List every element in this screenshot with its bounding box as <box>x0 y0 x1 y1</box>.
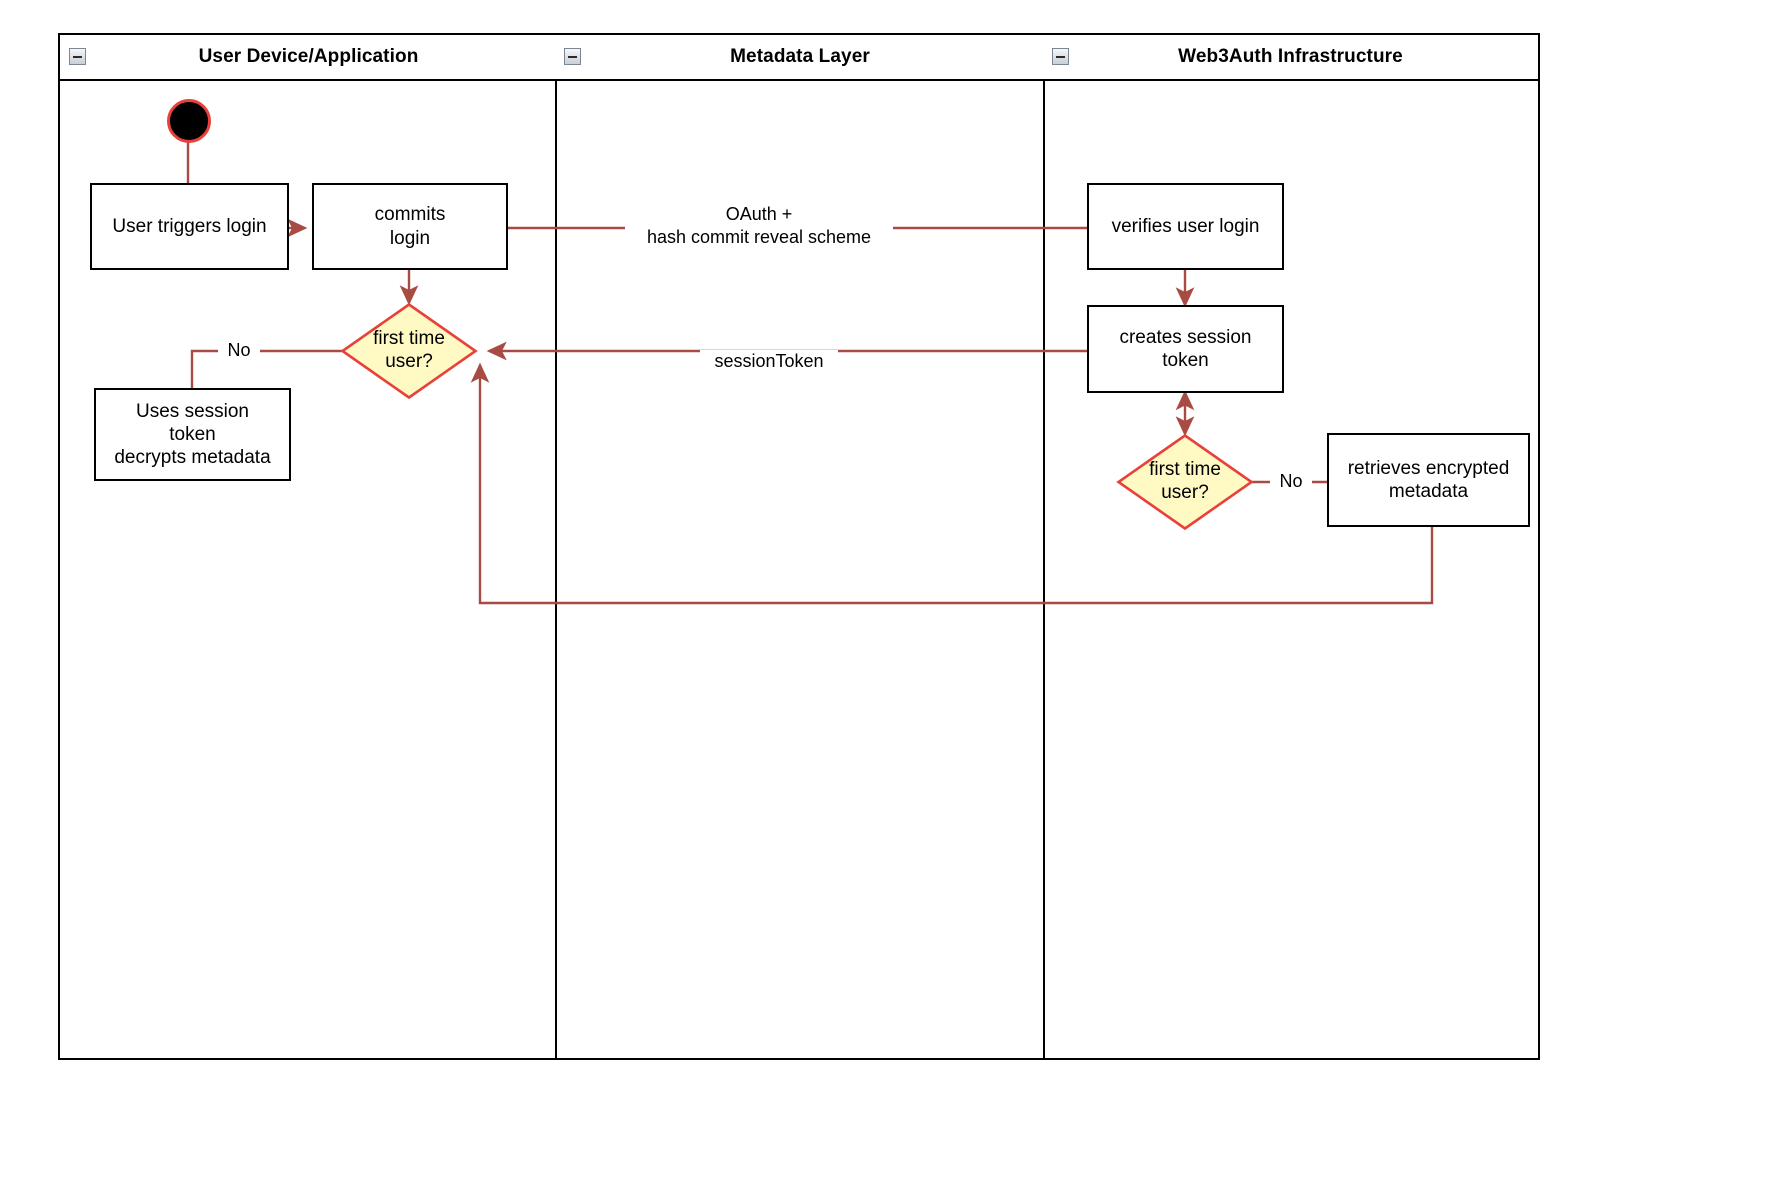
node-retrieves-encrypted-metadata[interactable]: retrieves encrypted metadata <box>1327 433 1530 527</box>
node-creates-session-token[interactable]: creates session token <box>1087 305 1284 393</box>
node-uses-session-token[interactable]: Uses session token decrypts metadata <box>94 388 291 481</box>
edge-label-no-right: No <box>1270 470 1312 493</box>
node-first-time-user-left-label: first time user? <box>373 328 445 372</box>
collapse-minus-icon[interactable] <box>69 48 86 65</box>
node-user-triggers-login[interactable]: User triggers login <box>90 183 289 270</box>
node-commits-login[interactable]: commits login <box>312 183 508 270</box>
lane-divider-2 <box>1043 35 1045 1058</box>
node-first-time-user-right[interactable]: first time user? <box>1116 433 1254 531</box>
lane-title-web3auth: Web3Auth Infrastructure <box>1178 46 1403 67</box>
node-first-time-user-right-label: first time user? <box>1149 459 1221 503</box>
node-first-time-user-left[interactable]: first time user? <box>340 302 478 400</box>
collapse-minus-icon[interactable] <box>564 48 581 65</box>
edge-label-session-token: sessionToken <box>700 350 838 373</box>
collapse-minus-icon[interactable] <box>1052 48 1069 65</box>
lane-header-metadata-layer[interactable]: Metadata Layer <box>555 35 1045 81</box>
lane-header-user-device[interactable]: User Device/Application <box>60 35 557 81</box>
lane-title-user-device: User Device/Application <box>198 46 419 67</box>
edge-label-no-left: No <box>218 339 260 362</box>
lane-title-metadata-layer: Metadata Layer <box>730 46 870 67</box>
edge-label-oauth: OAuth + hash commit reveal scheme <box>625 203 893 248</box>
lane-divider-1 <box>555 35 557 1058</box>
lane-header-web3auth[interactable]: Web3Auth Infrastructure <box>1043 35 1538 81</box>
node-verifies-user-login[interactable]: verifies user login <box>1087 183 1284 270</box>
start-node <box>167 99 211 143</box>
